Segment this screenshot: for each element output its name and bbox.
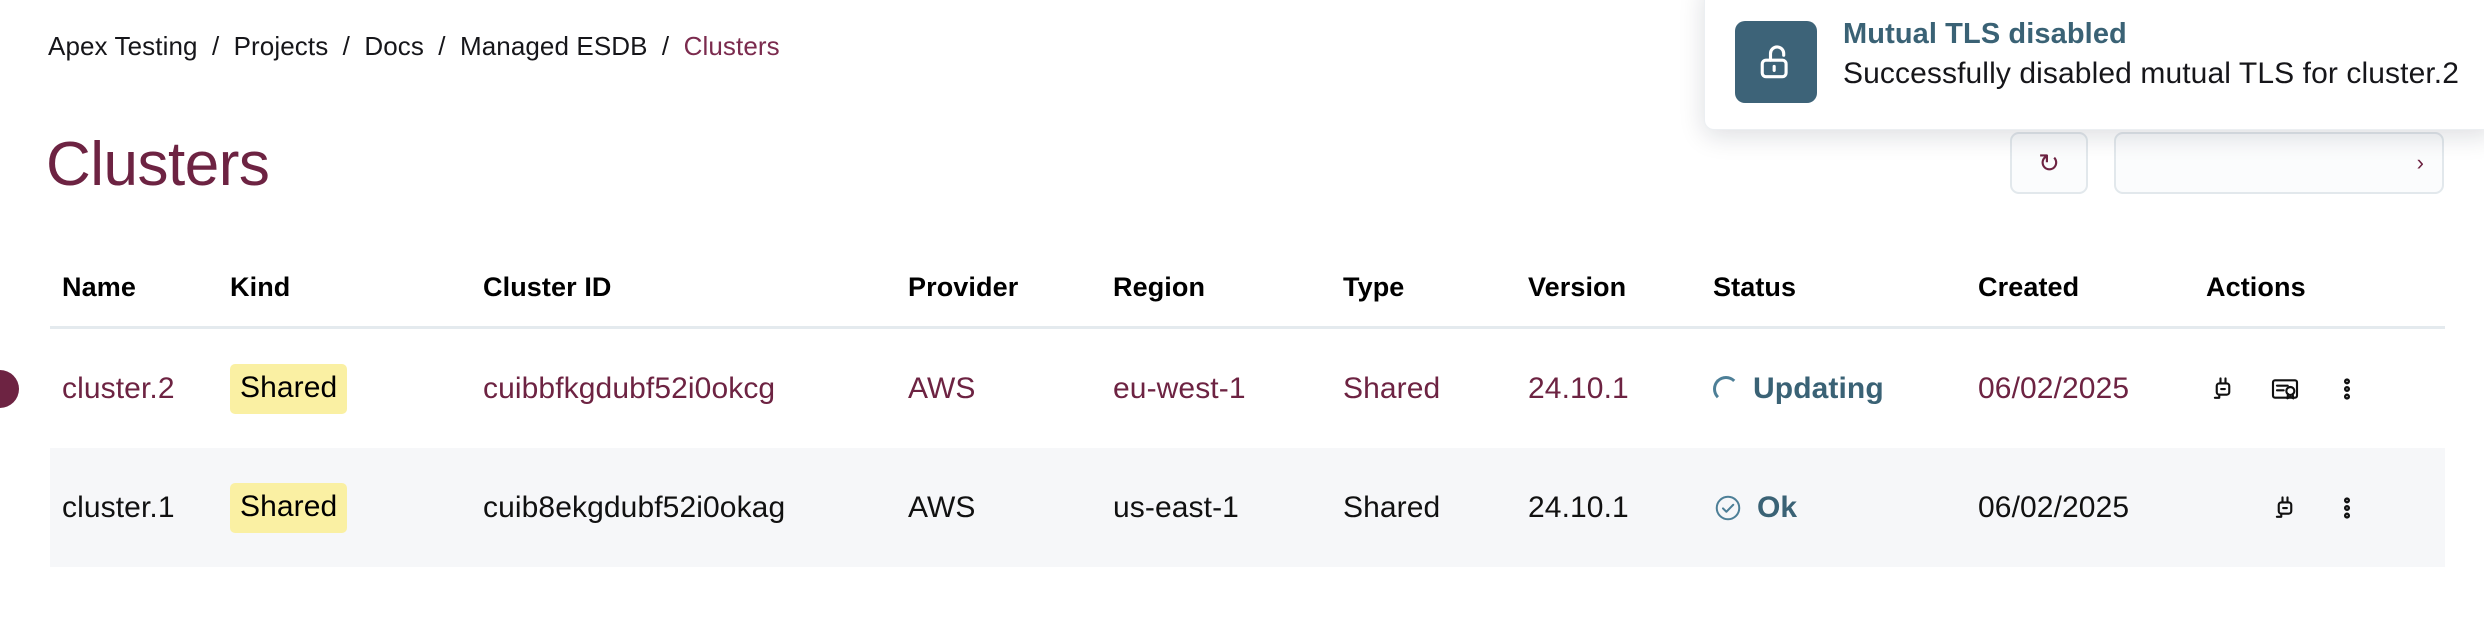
spinner-icon bbox=[1713, 375, 1739, 402]
cell-actions bbox=[2206, 491, 2436, 525]
more-vertical-icon[interactable] bbox=[2330, 491, 2364, 525]
row-actions bbox=[2206, 372, 2436, 406]
toast-title: Mutual TLS disabled bbox=[1843, 18, 2127, 50]
column-header-type[interactable]: Type bbox=[1343, 271, 1405, 302]
status-badge: Ok bbox=[1713, 491, 1978, 525]
column-header-version[interactable]: Version bbox=[1528, 271, 1627, 302]
breadcrumb-separator: / bbox=[438, 31, 446, 61]
kind-badge: Shared bbox=[230, 363, 348, 414]
cell-version: 24.10.1 bbox=[1528, 371, 1629, 405]
breadcrumb-item-1[interactable]: Projects bbox=[233, 31, 329, 61]
cell-status: Ok bbox=[1713, 491, 1978, 525]
cell-type: Shared bbox=[1343, 490, 1441, 524]
status-label: Ok bbox=[1757, 490, 1798, 524]
refresh-icon: ↻ bbox=[2038, 148, 2060, 178]
cell-region: eu-west-1 bbox=[1113, 371, 1246, 405]
row-active-marker bbox=[0, 369, 19, 408]
breadcrumb-item-4[interactable]: Clusters bbox=[683, 31, 780, 61]
cell-kind: Shared bbox=[230, 363, 483, 414]
cell-name[interactable]: cluster.1 bbox=[62, 490, 175, 524]
page-title: Clusters bbox=[46, 129, 270, 199]
toolbar: ↻ › bbox=[2010, 132, 2444, 194]
column-header-name[interactable]: Name bbox=[62, 271, 136, 302]
row-actions bbox=[2206, 491, 2436, 525]
cell-region: us-east-1 bbox=[1113, 490, 1239, 524]
refresh-button[interactable]: ↻ bbox=[2010, 132, 2088, 194]
cell-kind: Shared bbox=[230, 482, 483, 533]
breadcrumb: Apex Testing / Projects / Docs / Managed… bbox=[48, 30, 780, 62]
certificate-icon[interactable] bbox=[2268, 372, 2302, 406]
cell-provider: AWS bbox=[908, 371, 976, 405]
action-placeholder bbox=[2206, 491, 2240, 525]
cell-type: Shared bbox=[1343, 371, 1441, 405]
cell-version: 24.10.1 bbox=[1528, 490, 1629, 524]
cell-status: Updating bbox=[1713, 372, 1978, 406]
toast-body: Mutual TLS disabled Successfully disable… bbox=[1843, 5, 2459, 95]
status-badge: Updating bbox=[1713, 372, 1978, 406]
column-header-cluster-id[interactable]: Cluster ID bbox=[483, 271, 612, 302]
table-row[interactable]: cluster.2 Shared cuibbfkgdubf52i0okcg AW… bbox=[0, 329, 2445, 448]
column-header-status[interactable]: Status bbox=[1713, 271, 1797, 302]
cell-cluster-id[interactable]: cuibbfkgdubf52i0okcg bbox=[483, 371, 776, 405]
cell-created: 06/02/2025 bbox=[1978, 490, 2130, 524]
create-cluster-button[interactable]: › bbox=[2114, 132, 2444, 194]
breadcrumb-separator: / bbox=[211, 31, 220, 61]
breadcrumb-item-0[interactable]: Apex Testing bbox=[48, 31, 198, 61]
plug-icon[interactable] bbox=[2268, 491, 2302, 525]
chevron-right-icon: › bbox=[2416, 150, 2424, 175]
cell-actions bbox=[2206, 372, 2436, 406]
column-header-kind[interactable]: Kind bbox=[230, 271, 291, 302]
status-label: Updating bbox=[1753, 371, 1884, 405]
cell-name[interactable]: cluster.2 bbox=[62, 371, 175, 405]
kind-badge: Shared bbox=[230, 482, 348, 533]
more-vertical-icon[interactable] bbox=[2330, 372, 2364, 406]
column-header-created[interactable]: Created bbox=[1978, 271, 2080, 302]
table-header-row: Name Kind Cluster ID Provider Region Typ… bbox=[50, 248, 2445, 329]
cell-created: 06/02/2025 bbox=[1978, 371, 2130, 405]
column-header-region[interactable]: Region bbox=[1113, 271, 1206, 302]
breadcrumb-separator: / bbox=[661, 31, 670, 61]
toast-message: Successfully disabled mutual TLS for clu… bbox=[1843, 57, 2460, 90]
clusters-table: Name Kind Cluster ID Provider Region Typ… bbox=[0, 248, 2445, 567]
breadcrumb-item-3[interactable]: Managed ESDB bbox=[459, 31, 648, 61]
cell-provider: AWS bbox=[908, 490, 976, 524]
breadcrumb-separator: / bbox=[342, 31, 350, 61]
cell-cluster-id[interactable]: cuib8ekgdubf52i0okag bbox=[483, 490, 786, 524]
toast-notification[interactable]: Mutual TLS disabled Successfully disable… bbox=[1704, 0, 2484, 130]
check-circle-icon bbox=[1713, 493, 1743, 523]
column-header-actions: Actions bbox=[2206, 271, 2306, 302]
breadcrumb-item-2[interactable]: Docs bbox=[364, 31, 424, 61]
plug-icon[interactable] bbox=[2206, 372, 2240, 406]
table-row[interactable]: cluster.1 Shared cuib8ekgdubf52i0okag AW… bbox=[50, 448, 2445, 567]
unlock-icon bbox=[1735, 21, 1817, 103]
column-header-provider[interactable]: Provider bbox=[908, 271, 1019, 302]
